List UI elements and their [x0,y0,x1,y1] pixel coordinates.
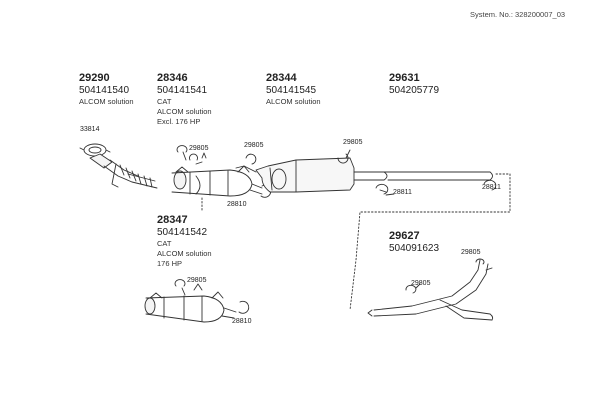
part-note: ALCOM solution [266,97,321,106]
part-note: ALCOM solution [157,107,212,116]
part-note: CAT [157,239,172,248]
part-label-28347: 28347 504141542 CAT ALCOM solution 176 H… [157,214,212,269]
callout-clamp: 29805 [189,145,209,152]
gasket-drawing [79,143,111,157]
callout-clamp: 28811 [482,184,501,191]
callout-gasket: 33814 [80,126,100,133]
part-reference: 504141542 [157,227,208,238]
catalyst-176hp-drawing [144,279,250,323]
callout-clamp: 28811 [393,189,412,196]
callout-clamp: 29805 [343,139,363,146]
part-reference: 504091623 [389,243,440,254]
tail-pipe-drawing [367,258,494,321]
front-pipe-drawing [89,153,158,189]
part-note: CAT [157,97,172,106]
part-reference: 504141541 [157,85,208,96]
part-label-29290: 29290 504141540 ALCOM solution [79,72,134,107]
part-number: 29290 [79,72,110,84]
system-number: System. No.: 328200007_03 [470,10,566,19]
callout-clamp: 29805 [411,280,431,287]
part-number: 28346 [157,72,188,84]
intermediate-pipe-drawing [349,171,511,311]
part-reference: 504141540 [79,85,130,96]
callout-clamp: 29805 [187,277,207,284]
part-label-28346: 28346 504141541 CAT ALCOM solution Excl.… [157,72,212,127]
part-note: ALCOM solution [79,97,134,106]
part-number: 28344 [266,72,297,84]
part-note: Excl. 176 HP [157,117,201,126]
callout-clamp: 29805 [461,249,481,256]
clamp-drawing [176,145,272,213]
callout-clamp: 28810 [227,201,247,208]
part-number: 28347 [157,214,188,226]
part-reference: 504205779 [389,85,440,96]
callout-clamp: 28810 [232,318,252,325]
catalyst-drawing [171,165,263,197]
part-label-28344: 28344 504141545 ALCOM solution [266,72,321,107]
part-note: ALCOM solution [157,249,212,258]
part-note: 176 HP [157,259,183,268]
part-number: 29627 [389,230,420,242]
middle-muffler-drawing [235,149,395,196]
callout-clamp: 29805 [244,142,264,149]
part-label-29627: 29627 504091623 [389,230,439,255]
part-reference: 504141545 [266,85,317,96]
part-label-29631: 29631 504205779 [389,72,439,97]
part-number: 29631 [389,72,420,84]
